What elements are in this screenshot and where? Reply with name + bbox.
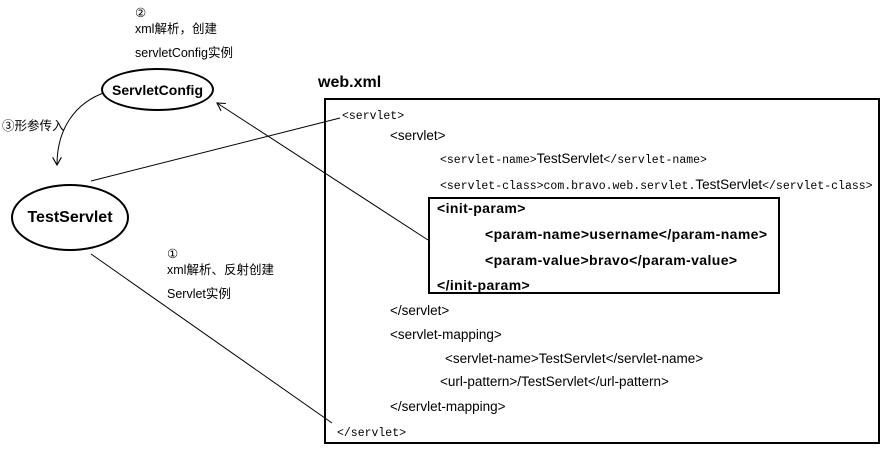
xml-line-10: <servlet-mapping> [390, 327, 502, 342]
webxml-box [324, 98, 880, 444]
xml-line-6: <param-name>username</param-name> [485, 227, 767, 242]
xml-line-5: <init-param> [437, 201, 526, 216]
connector-servlet-tag-to-testservlet [90, 117, 341, 182]
xml-segment: </init-param> [437, 277, 531, 293]
xml-segment: </servlet-mapping> [390, 399, 506, 414]
spacer [167, 278, 274, 286]
annotation-step1-number: ① [167, 247, 179, 261]
xml-segment: TestServlet [695, 177, 763, 192]
xml-line-1: <servlet> [342, 107, 404, 124]
annotation-step2: ② xml解析，创建 servletConfig实例 [135, 5, 233, 61]
xml-segment: <servlet-name> [440, 154, 537, 167]
xml-line-14: </servlet> [337, 424, 406, 441]
xml-segment: <param-value>bravo</param-value> [485, 252, 738, 268]
init-param-highlight-box [428, 197, 780, 294]
xml-line-7: <param-value>bravo</param-value> [485, 253, 737, 268]
xml-line-13: </servlet-mapping> [390, 399, 506, 414]
annotation-step1: ① xml解析、反射创建 Servlet实例 [167, 246, 274, 302]
node-testservlet-label: TestServlet [27, 208, 113, 226]
node-servletconfig: ServletConfig [101, 68, 214, 111]
annotation-step2-line1: xml解析，创建 [135, 22, 217, 36]
xml-segment: <servlet> [342, 110, 405, 123]
node-testservlet: TestServlet [11, 184, 129, 251]
xml-segment: </servlet-name> [603, 154, 707, 167]
xml-segment: </servlet-class> [762, 180, 873, 193]
annotation-step2-number: ② [135, 6, 147, 20]
spacer [135, 37, 233, 45]
xml-segment: </servlet> [390, 303, 450, 318]
xml-line-8: </init-param> [437, 278, 530, 293]
xml-segment: <servlet-name>TestServlet</servlet-name> [445, 351, 704, 366]
xml-segment: </servlet> [337, 427, 407, 440]
xml-line-2: <servlet> [390, 128, 446, 143]
xml-line-12: <url-pattern>/TestServlet</url-pattern> [440, 374, 669, 389]
xml-segment: <servlet> [390, 128, 446, 143]
node-servletconfig-label: ServletConfig [111, 81, 203, 98]
annotation-step1-line2: Servlet实例 [167, 287, 231, 301]
xml-segment: <servlet-mapping> [390, 327, 502, 342]
annotation-step1-line1: xml解析、反射创建 [167, 263, 274, 277]
xml-line-4: <servlet-class>com.bravo.web.servlet.Tes… [440, 177, 873, 194]
xml-segment: TestServlet [536, 151, 604, 166]
annotation-step3-text: ③形参传入 [2, 119, 65, 133]
xml-segment: <servlet-class>com.bravo.web.servlet. [440, 180, 696, 193]
xml-line-3: <servlet-name>TestServlet</servlet-name> [440, 151, 707, 168]
xml-line-11: <servlet-name>TestServlet</servlet-name> [445, 351, 703, 366]
annotation-step2-line2: servletConfig实例 [135, 46, 233, 60]
xml-line-9: </servlet> [390, 303, 449, 318]
annotation-step3: ③形参传入 [2, 118, 65, 134]
webxml-title: web.xml [318, 74, 382, 91]
xml-segment: <url-pattern>/TestServlet</url-pattern> [440, 374, 669, 389]
xml-segment: <param-name>username</param-name> [485, 226, 768, 242]
xml-segment: <init-param> [437, 200, 526, 216]
